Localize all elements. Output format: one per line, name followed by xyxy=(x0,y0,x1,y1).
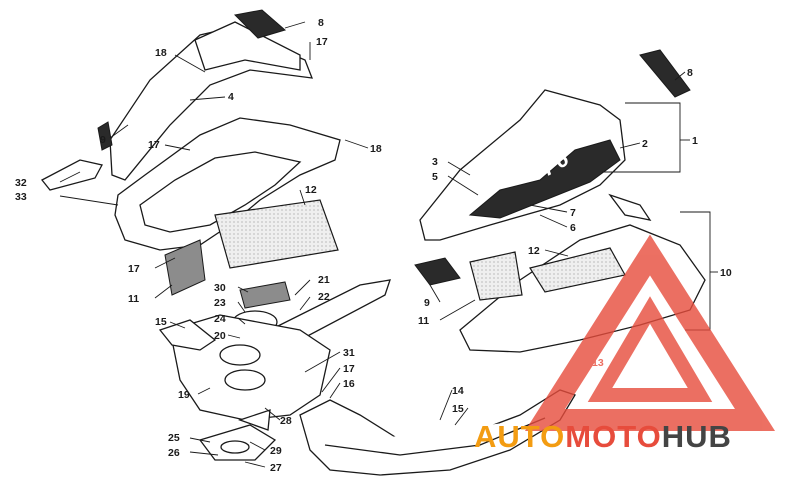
skid-plate xyxy=(299,389,576,476)
callout-11-left: 11 xyxy=(128,293,139,305)
lower-left-belly-assembly xyxy=(158,279,391,461)
top-vent-left xyxy=(233,9,287,39)
upper-left-hood-assembly xyxy=(41,9,341,296)
callout-13: 13 xyxy=(592,357,604,369)
side-trim-left xyxy=(41,159,103,191)
callout-24: 24 xyxy=(214,313,226,325)
bracket-left xyxy=(97,121,113,151)
left-side-panel xyxy=(109,27,314,181)
callout-labels: 8 17 18 4 9 17 18 32 33 12 17 11 21 22 3… xyxy=(15,17,732,474)
right-hood-assembly: F6 xyxy=(414,49,706,353)
callout-26: 26 xyxy=(168,447,180,459)
callout-33: 33 xyxy=(15,191,27,203)
small-bracket-28 xyxy=(238,409,271,431)
callout-9-left: 9 xyxy=(100,134,106,146)
callout-3: 3 xyxy=(432,156,438,168)
callout-31: 31 xyxy=(343,347,355,359)
callout-29: 29 xyxy=(270,445,282,457)
callout-12-left: 12 xyxy=(305,184,317,196)
arm-15 xyxy=(158,319,217,351)
callout-25: 25 xyxy=(168,432,180,444)
callout-20: 20 xyxy=(214,330,226,342)
side-panel-11 xyxy=(164,239,206,296)
callout-18-top: 18 xyxy=(155,47,167,59)
callout-6: 6 xyxy=(570,222,576,234)
callout-28: 28 xyxy=(280,415,292,427)
callout-17-top: 17 xyxy=(316,36,328,48)
callout-8-left: 8 xyxy=(318,17,324,29)
callout-17-mid: 17 xyxy=(148,139,160,151)
upper-nose-strip xyxy=(194,21,301,71)
callout-23: 23 xyxy=(214,297,226,309)
skid-edge xyxy=(324,417,546,456)
decal-dark xyxy=(468,139,621,219)
callout-19: 19 xyxy=(178,389,190,401)
upper-right-panel xyxy=(419,89,626,241)
pad-30 xyxy=(239,281,291,309)
watermark-logo: 13 xyxy=(524,234,776,431)
watermark-hub: HUB xyxy=(662,419,732,454)
callout-10: 10 xyxy=(720,267,732,279)
callout-15-right: 15 xyxy=(452,403,464,415)
callout-2: 2 xyxy=(642,138,648,150)
callout-14: 14 xyxy=(452,385,464,397)
side-panel-11-right xyxy=(469,251,523,301)
leader-lines xyxy=(59,21,718,468)
screen-panel-left xyxy=(214,199,339,269)
watermark-text: AUTOMOTOHUB xyxy=(474,419,732,454)
bottom-opening xyxy=(220,440,250,454)
callout-12-right: 12 xyxy=(528,245,540,257)
callout-30: 30 xyxy=(214,282,226,294)
callout-21: 21 xyxy=(318,274,330,286)
callout-32: 32 xyxy=(15,177,27,189)
callout-22: 22 xyxy=(318,291,330,303)
watermark-triangle-inner xyxy=(587,296,713,402)
callout-16: 16 xyxy=(343,378,355,390)
watermark-triangle xyxy=(524,234,776,431)
callout-1: 1 xyxy=(692,135,698,147)
callout-7: 7 xyxy=(570,207,576,219)
callout-9-right: 9 xyxy=(424,297,430,309)
watermark-auto: AUTO xyxy=(474,419,565,454)
callout-5: 5 xyxy=(432,171,438,183)
callout-4: 4 xyxy=(228,91,234,103)
callout-11-right: 11 xyxy=(418,315,429,327)
callout-27: 27 xyxy=(270,462,282,474)
shroud-bracket xyxy=(608,193,652,221)
callout-8-right: 8 xyxy=(687,67,693,79)
watermark-moto: MOTO xyxy=(565,419,661,454)
callout-17-lower: 17 xyxy=(128,263,140,275)
callout-15-left: 15 xyxy=(155,316,167,328)
top-vent-right xyxy=(639,49,691,98)
belly-opening-1 xyxy=(219,344,261,366)
vent-9-right xyxy=(414,257,461,286)
callout-17-right: 17 xyxy=(343,363,355,375)
hood-inner-panel xyxy=(139,151,302,233)
callout-18-right: 18 xyxy=(370,143,382,155)
lower-right-skid-assembly xyxy=(299,389,576,476)
belly-opening-2 xyxy=(224,369,266,391)
